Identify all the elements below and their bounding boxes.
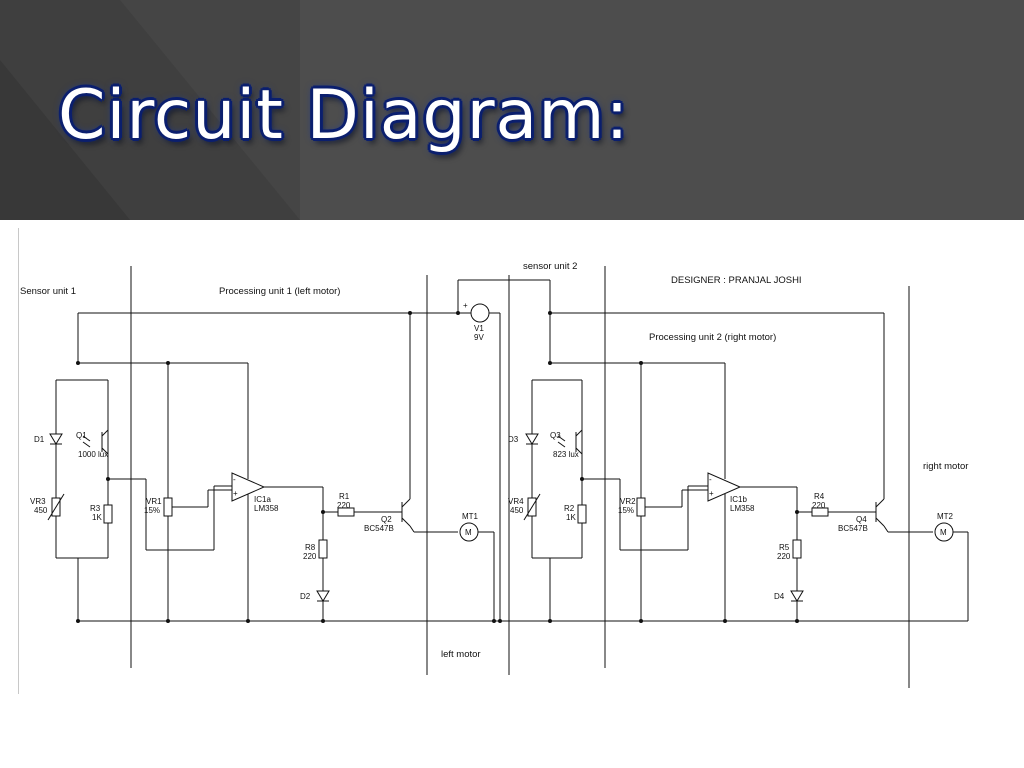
label-R2: R2 [564, 504, 575, 513]
label-R8-value: 220 [303, 552, 317, 561]
label-R5: R5 [779, 543, 790, 552]
label-VR1-value: 15% [144, 506, 160, 515]
label-VR2-value: 15% [618, 506, 634, 515]
label-R3: R3 [90, 504, 101, 513]
label-left-motor: left motor [441, 649, 481, 660]
opamp2-minus: - [709, 475, 712, 484]
label-Q2-value: BC547B [364, 524, 394, 533]
label-Q4-value: BC547B [838, 524, 868, 533]
label-R3-value: 1K [92, 513, 102, 522]
opamp1-minus: - [233, 475, 236, 484]
circuit-schematic: Sensor unit 1 Processing unit 1 (left mo… [20, 261, 969, 688]
label-designer: DESIGNER : PRANJAL JOSHI [671, 275, 802, 286]
label-VR4-value: 450 [510, 506, 524, 515]
label-D2: D2 [300, 592, 311, 601]
header-background-shapes [0, 0, 1024, 220]
label-IC1b-value: LM358 [730, 504, 755, 513]
panel-left-border [18, 228, 19, 694]
label-processing-unit-2: Processing unit 2 (right motor) [649, 332, 776, 343]
label-Q1-value: 1000 lux [78, 450, 108, 459]
label-D4: D4 [774, 592, 785, 601]
label-VR3-value: 450 [34, 506, 48, 515]
label-VR3: VR3 [30, 497, 46, 506]
label-Q1: Q1 [76, 431, 87, 440]
label-R4: R4 [814, 492, 825, 501]
motor2-symbol: M [940, 528, 947, 537]
label-IC1a: IC1a [254, 495, 271, 504]
label-Q4: Q4 [856, 515, 867, 524]
label-MT2: MT2 [937, 512, 954, 521]
label-R2-value: 1K [566, 513, 576, 522]
label-sensor-unit-1: Sensor unit 1 [20, 286, 76, 297]
label-R8: R8 [305, 543, 316, 552]
label-right-motor: right motor [923, 461, 968, 472]
motor1-symbol: M [465, 528, 472, 537]
label-VR4: VR4 [508, 497, 524, 506]
label-Q3-value: 823 lux [553, 450, 579, 459]
label-IC1b: IC1b [730, 495, 747, 504]
label-Q3: Q3 [550, 431, 561, 440]
label-R1-value: 220 [337, 501, 351, 510]
label-IC1a-value: LM358 [254, 504, 279, 513]
battery-plus: + [463, 301, 468, 310]
label-VR2: VR2 [620, 497, 636, 506]
label-R1: R1 [339, 492, 350, 501]
label-Q2: Q2 [381, 515, 392, 524]
opamp2-plus: + [709, 489, 714, 498]
slide-title: Circuit Diagram: [58, 76, 630, 155]
label-R5-value: 220 [777, 552, 791, 561]
label-processing-unit-1: Processing unit 1 (left motor) [219, 286, 340, 297]
slide-header: Circuit Diagram: [0, 0, 1024, 220]
circuit-diagram: Sensor unit 1 Processing unit 1 (left mo… [18, 228, 1010, 694]
label-R4-value: 220 [812, 501, 826, 510]
label-sensor-unit-2: sensor unit 2 [523, 261, 577, 272]
label-V1-value: 9V [474, 333, 484, 342]
label-VR1: VR1 [146, 497, 162, 506]
label-MT1: MT1 [462, 512, 479, 521]
label-D3: D3 [508, 435, 519, 444]
label-D1: D1 [34, 435, 45, 444]
label-V1: V1 [474, 324, 484, 333]
opamp1-plus: + [233, 489, 238, 498]
